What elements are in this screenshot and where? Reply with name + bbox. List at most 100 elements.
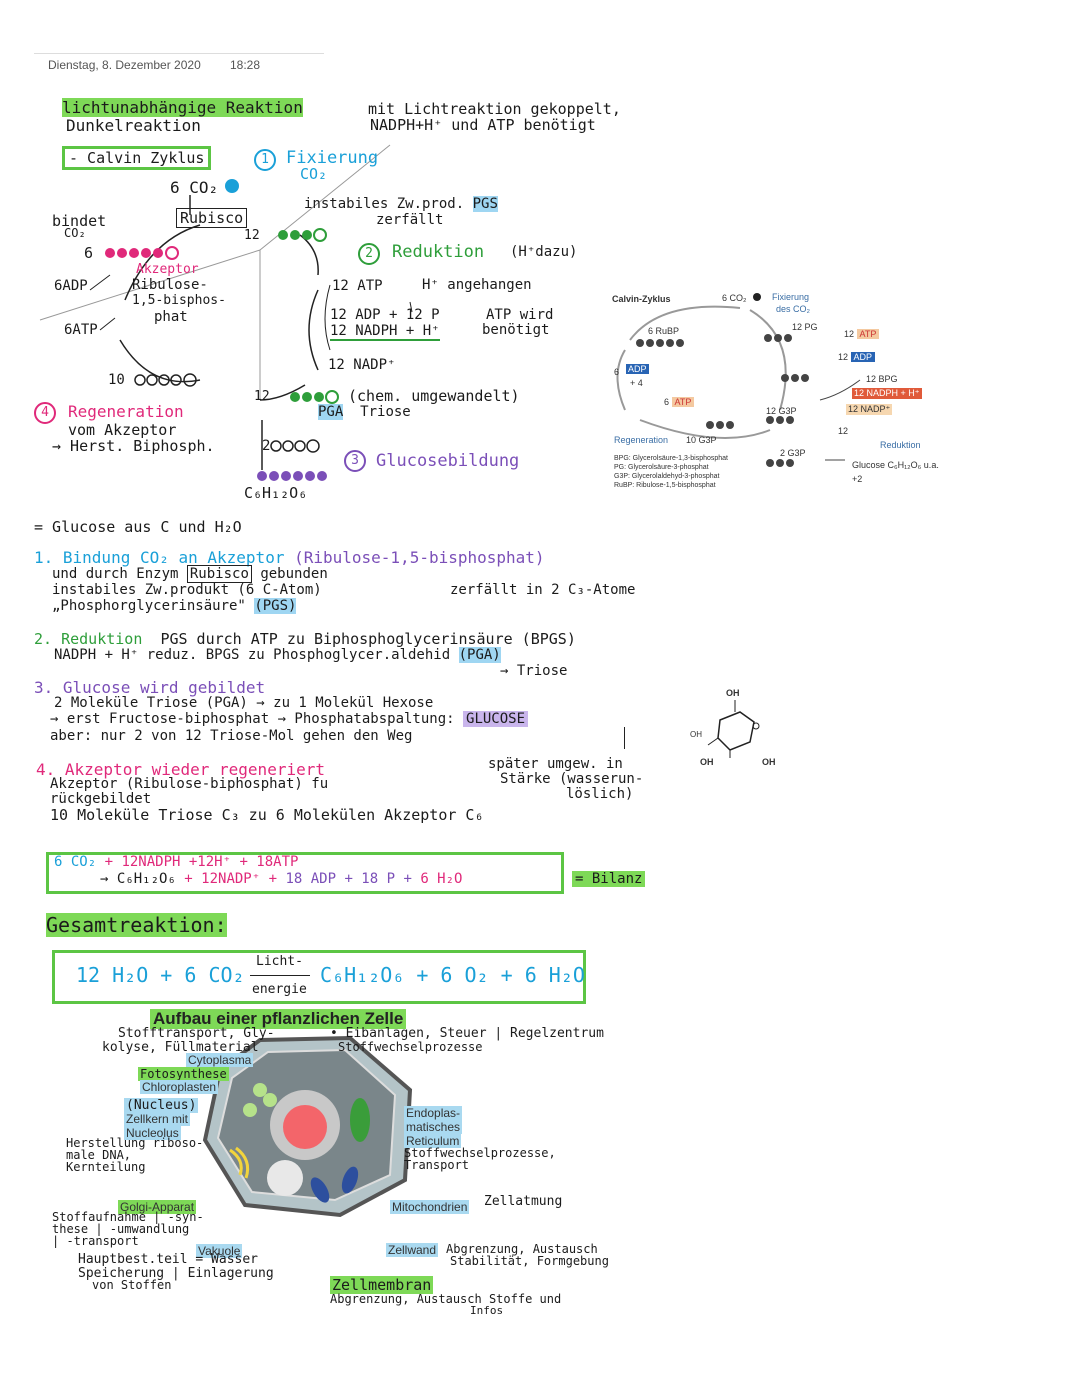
- cell-title: Aufbau einer pflanzlichen Zelle: [150, 1009, 407, 1029]
- atp-wird-1: ATP wird: [486, 307, 554, 323]
- oh-1: OH: [726, 688, 740, 698]
- printed-nadph: 12 NADPH + H⁺: [852, 388, 922, 399]
- cell-eiban1: • Eibanlagen, Steuer | Regelzentrum: [330, 1026, 604, 1041]
- glucose-ring-icon: [707, 700, 760, 758]
- printed-glucose: Glucose C₆H₁₂O₆ u.a.: [852, 460, 939, 470]
- bilanz-label: = Bilanz: [572, 871, 646, 887]
- cell-zellkern2: Nucleolus: [124, 1126, 181, 1140]
- printed-bpg12: 12 BPG: [866, 374, 898, 384]
- two-count: 2: [262, 438, 271, 454]
- note4-heading: 4. Akzeptor wieder regeneriert: [36, 760, 325, 779]
- cell-cytoplasma: Cytoplasma: [186, 1053, 254, 1067]
- cell-fotosynthese: Fotosynthese: [138, 1067, 229, 1081]
- cell-herst1: Herstellung riboso-: [66, 1136, 204, 1150]
- title-dunkelreaktion: Dunkelreaktion: [66, 116, 201, 135]
- title-lichtunabhaengig: lichtunabhängige Reaktion: [62, 98, 303, 117]
- cell-chloroplasten: Chloroplasten: [140, 1080, 219, 1094]
- printed-legend-4: RuBP: Ribulose-1,5-bisphosphat: [614, 482, 716, 489]
- note-time: 18:28: [230, 58, 261, 72]
- step2-note: (H⁺dazu): [510, 244, 578, 260]
- printed-six: 6: [614, 367, 620, 377]
- printed-nadp: 12 NADP⁺: [846, 404, 893, 415]
- note2-line2: NADPH + H⁺ reduz. BPGS zu Phosphoglycer.…: [54, 647, 501, 663]
- cell-zellwand: Zellwand: [386, 1243, 439, 1257]
- note3-line3: → erst Fructose-biphosphat → Phosphatabs…: [50, 711, 529, 727]
- printed-reduktion: Reduktion: [880, 440, 921, 450]
- nadp-twelve: 12 NADP⁺: [328, 357, 396, 373]
- note2-triose: → Triose: [500, 663, 568, 679]
- cell-membran2: Abgrenzung, Austausch Stoffe und: [330, 1292, 562, 1306]
- twelve-count-1: 12: [244, 228, 260, 243]
- note3-staerke: Stärke (wasserun-: [500, 771, 644, 787]
- cell-zw1: Abgrenzung, Austausch: [446, 1242, 598, 1256]
- cell-eiban2: Stoffwechselprozesse: [338, 1040, 483, 1054]
- note3-heading: 3. Glucose wird gebildet: [34, 678, 266, 697]
- note-date: Dienstag, 8. Dezember 2020: [48, 58, 201, 72]
- plant-cell-drawing: [202, 1035, 413, 1218]
- cell-membran: Zellmembran: [330, 1276, 434, 1294]
- note3-loeslich: löslich): [566, 786, 634, 802]
- pga-triose: PGA Triose: [318, 404, 411, 420]
- step4-herst: → Herst. Biphosph.: [52, 437, 215, 455]
- step4-badge: 4: [34, 402, 56, 424]
- printed-fix1: Fixierung: [772, 292, 810, 302]
- ribulose-2: 1,5-bisphos-: [132, 293, 226, 308]
- cell-golgi2: Stoffaufnahme | -syn-: [52, 1210, 204, 1224]
- twelve-count-2: 12: [254, 389, 270, 404]
- note1-zerfaellt: zerfällt in 2 C₃-Atome: [450, 582, 636, 598]
- step3-badge: 3: [344, 450, 366, 472]
- step1-co2: CO₂: [300, 165, 328, 183]
- cell-stoff1: Stofftransport, Gly-: [118, 1026, 275, 1041]
- cell-golgi: Golgi-Apparat: [118, 1200, 197, 1214]
- note4-line2: Akzeptor (Ribulose-biphosphat) fu: [50, 776, 329, 792]
- cell-herst3: Kernteilung: [66, 1160, 146, 1174]
- chem-label: (chem. umgewandelt): [348, 387, 520, 405]
- adp-six: 6ADP: [54, 278, 88, 294]
- printed-adp-left: ADP: [626, 364, 649, 374]
- glucose-arrow: [624, 727, 625, 749]
- note4-line4: 10 Moleküle Triose C₃ zu 6 Molekülen Akz…: [50, 806, 484, 824]
- cell-vakuole: Vakuole: [196, 1244, 243, 1258]
- printed-g3p2: 2 G3P: [780, 448, 806, 458]
- step2-badge: 2: [358, 243, 380, 265]
- ten-count: 10: [108, 372, 125, 388]
- printed-atp6: 6 ATP: [664, 397, 695, 407]
- note1-line2: und durch Enzym Rubisco gebunden: [52, 565, 328, 583]
- printed-fix2: des CO₂: [776, 304, 811, 314]
- cell-nucleus: (Nucleus): [124, 1098, 199, 1113]
- co2-six: 6 CO₂: [170, 178, 219, 197]
- step1-badge: 1: [254, 149, 276, 171]
- c6h12o6: C₆H₁₂O₆: [244, 484, 308, 502]
- bindet-label: bindet: [52, 212, 107, 230]
- printed-title: Calvin-Zyklus: [612, 294, 671, 304]
- rubisco-box: Rubisco: [176, 208, 248, 228]
- printed-legend-2: PG: Glycerolsäure-3-phosphat: [614, 464, 709, 471]
- gesamt-over: Licht-: [256, 954, 303, 969]
- printed-adp12: 12 ADP: [838, 352, 876, 362]
- bilanz-box: [46, 852, 564, 894]
- printed-co2: 6 CO₂: [722, 293, 747, 303]
- step4-akzeptor: vom Akzeptor: [68, 421, 177, 439]
- printed-regeneration: Regeneration: [614, 435, 669, 445]
- printed-g3p10: 10 G3P: [686, 435, 717, 445]
- cell-er5: Transport: [404, 1158, 470, 1172]
- calvin-label: - Calvin Zyklus: [62, 146, 212, 170]
- calvin-cycle-sketch: [39, 144, 413, 481]
- printed-legend-3: G3P: Glycerolaldehyd-3-phosphat: [614, 473, 720, 480]
- step1-fixierung: Fixierung: [286, 148, 379, 168]
- cell-zw2: Stabilität, Formgebung: [450, 1254, 609, 1268]
- note3-line2: 2 Moleküle Triose (PGA) → zu 1 Molekül H…: [54, 695, 434, 711]
- printed-legend-1: BPG: Glycerolsäure-1,3-bisphosphat: [614, 455, 728, 462]
- cell-haupt: Hauptbest.teil = Wasser: [78, 1252, 259, 1267]
- step2-reduktion: Reduktion: [392, 242, 485, 262]
- cell-er2: matisches: [404, 1120, 463, 1134]
- printed-p12: 12: [838, 426, 849, 436]
- coupled-line1: mit Lichtreaktion gekoppelt,: [368, 100, 621, 118]
- header-divider: [34, 53, 324, 54]
- ribulose-3: phat: [154, 309, 188, 325]
- gesamt-left: 12 H₂O + 6 CO₂: [76, 963, 245, 987]
- note1-line4: „Phosphorglycerinsäure" (PGS): [52, 598, 297, 614]
- six-count: 6: [84, 244, 94, 262]
- note1-line3: instabiles Zw.produkt (6 C-Atom): [52, 582, 322, 598]
- cell-zellatmung: Zellatmung: [484, 1194, 563, 1209]
